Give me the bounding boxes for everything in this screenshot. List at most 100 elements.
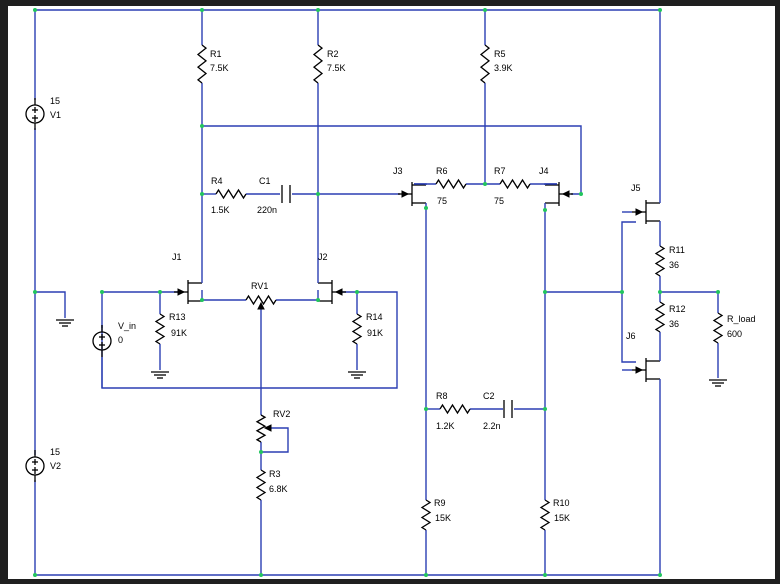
j2-name: J2 xyxy=(318,252,328,262)
r10-resistor xyxy=(539,499,551,531)
v2-name: V2 xyxy=(50,461,61,471)
r4-resistor xyxy=(215,188,247,200)
junction-dot xyxy=(483,8,487,12)
junction-dot xyxy=(658,8,662,12)
c2-value: 2.2n xyxy=(483,421,501,431)
r14-name: R14 xyxy=(366,312,383,322)
r7-value: 75 xyxy=(494,196,504,206)
junction-dot xyxy=(620,290,624,294)
r4-name: R4 xyxy=(211,176,223,186)
vin-name: V_in xyxy=(118,321,136,331)
junction-dot xyxy=(483,182,487,186)
junction-dot xyxy=(100,290,104,294)
r1-resistor xyxy=(196,44,208,84)
junction-dot xyxy=(316,8,320,12)
wire-ground-tap xyxy=(35,291,66,318)
r11-value: 36 xyxy=(669,260,679,270)
j1-name: J1 xyxy=(172,252,182,262)
v2-source-symbol xyxy=(25,450,45,482)
vin-value: 0 xyxy=(118,335,123,345)
r13-value: 91K xyxy=(171,328,187,338)
j3-jfet-symbol xyxy=(398,182,426,206)
r5-resistor xyxy=(479,44,491,84)
r8-name: R8 xyxy=(436,391,448,401)
junction-dot xyxy=(424,407,428,411)
v1-value: 15 xyxy=(50,96,60,106)
j2-jfet-symbol xyxy=(318,280,346,304)
junction-dot xyxy=(200,298,204,302)
junction-dot xyxy=(355,290,359,294)
wire-top-rail xyxy=(34,9,661,195)
r12-value: 36 xyxy=(669,319,679,329)
junction-dot xyxy=(259,573,263,577)
ground-symbol-main xyxy=(56,319,74,327)
rload-resistor xyxy=(712,312,724,344)
j5-name: J5 xyxy=(631,183,641,193)
junction-dot xyxy=(33,290,37,294)
ground-symbol-load xyxy=(709,379,727,387)
r11-resistor xyxy=(654,245,666,277)
r8-resistor xyxy=(439,403,471,415)
r5-name: R5 xyxy=(494,49,506,59)
junction-dot xyxy=(158,290,162,294)
wire-bottom-rail xyxy=(34,385,661,576)
r11-name: R11 xyxy=(669,245,685,255)
node-dots xyxy=(33,8,720,577)
j5-jfet-symbol xyxy=(632,200,660,224)
r1-value: 7.5K xyxy=(210,63,229,73)
junction-dot xyxy=(543,290,547,294)
junction-dot xyxy=(543,407,547,411)
junction-dot xyxy=(658,573,662,577)
junction-dot xyxy=(200,192,204,196)
r5-value: 3.9K xyxy=(494,63,513,73)
rv2-name: RV2 xyxy=(273,409,290,419)
r4-value: 1.5K xyxy=(211,205,230,215)
r13-name: R13 xyxy=(169,312,186,322)
r7-resistor xyxy=(499,178,531,190)
junction-dot xyxy=(579,192,583,196)
junction-dot xyxy=(316,192,320,196)
rv2-potentiometer xyxy=(255,414,272,443)
rload-name: R_load xyxy=(727,314,756,324)
junction-dot xyxy=(658,290,662,294)
r12-name: R12 xyxy=(669,304,686,314)
rv1-name: RV1 xyxy=(251,281,268,291)
j4-jfet-symbol xyxy=(545,182,573,206)
c1-value: 220n xyxy=(257,205,277,215)
wire-input-loop xyxy=(101,291,398,389)
junction-dot xyxy=(424,206,428,210)
r9-resistor xyxy=(420,499,432,531)
ground-symbol-r13 xyxy=(151,371,169,379)
c1-name: C1 xyxy=(259,176,271,186)
r3-name: R3 xyxy=(269,469,281,479)
r2-name: R2 xyxy=(327,49,339,59)
v1-source-symbol xyxy=(25,98,45,130)
junction-dot xyxy=(543,573,547,577)
junction-dot xyxy=(316,298,320,302)
r13-resistor xyxy=(154,313,166,345)
r1-name: R1 xyxy=(210,49,222,59)
vin-source-symbol xyxy=(92,325,112,357)
r10-value: 15K xyxy=(554,513,570,523)
c2-name: C2 xyxy=(483,391,495,401)
r14-resistor xyxy=(351,313,363,345)
junction-dot xyxy=(200,124,204,128)
r10-name: R10 xyxy=(553,498,570,508)
wires xyxy=(34,9,719,576)
ground-symbol-r14 xyxy=(348,371,366,379)
junction-dot xyxy=(716,290,720,294)
j1-jfet-symbol xyxy=(174,280,202,304)
r3-value: 6.8K xyxy=(269,484,288,494)
junction-dot xyxy=(33,573,37,577)
r9-name: R9 xyxy=(434,498,446,508)
v1-name: V1 xyxy=(50,110,61,120)
r6-resistor xyxy=(435,178,467,190)
j6-jfet-symbol xyxy=(632,358,660,382)
j3-name: J3 xyxy=(393,166,403,176)
j4-name: J4 xyxy=(539,166,549,176)
junction-dot xyxy=(543,208,547,212)
r2-value: 7.5K xyxy=(327,63,346,73)
v2-value: 15 xyxy=(50,447,60,457)
junction-dot xyxy=(424,573,428,577)
